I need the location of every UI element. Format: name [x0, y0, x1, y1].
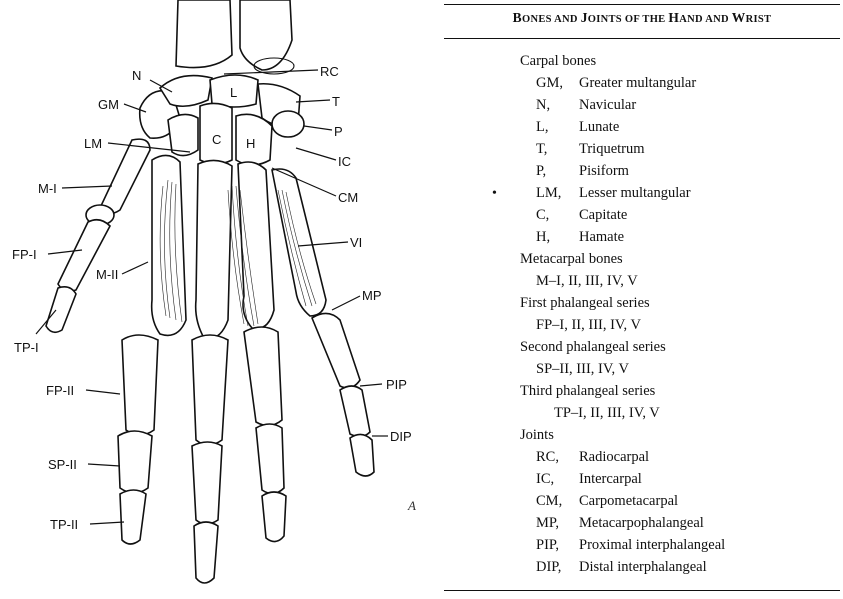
- label-FP-II: FP-II: [46, 383, 74, 398]
- section-heading-metacarpal: Metacarpal bones: [520, 250, 623, 268]
- phalanx-FP-V: [312, 313, 360, 388]
- carpal-lesser-multangular: [168, 114, 198, 155]
- section-heading-carpal: Carpal bones: [520, 52, 596, 70]
- legend-line-second-phalangeal: SP–II, III, IV, V: [536, 360, 629, 378]
- label-TP-II: TP-II: [50, 517, 78, 532]
- hand-skeleton-figure: L C H A N RC GM T P LM IC M-I CM FP-I M-…: [0, 0, 440, 599]
- legend-title: BONES AND JOINTS OF THE HAND AND WRIST: [444, 10, 840, 26]
- bone-label-H: H: [246, 136, 255, 151]
- title-rule: [444, 38, 840, 39]
- legend-item-gm: GM,Greater multangular: [536, 74, 696, 92]
- label-GM: GM: [98, 97, 119, 112]
- label-TP-I: TP-I: [14, 340, 39, 355]
- figure-corner-mark: A: [407, 498, 416, 513]
- radius-bone: [176, 0, 232, 68]
- bone-label-L: L: [230, 85, 237, 100]
- legend-item-ic: IC,Intercarpal: [536, 470, 642, 488]
- label-LM: LM: [84, 136, 102, 151]
- label-PIP: PIP: [386, 377, 407, 392]
- phalanx-TP-IV: [262, 492, 286, 542]
- phalanx-TP-III: [194, 522, 218, 583]
- legend-item-c: C,Capitate: [536, 206, 627, 224]
- label-DIP: DIP: [390, 429, 412, 444]
- phalanx-SP-II: [118, 431, 152, 493]
- label-IC: IC: [338, 154, 351, 169]
- legend-line-metacarpal: M–I, II, III, IV, V: [536, 272, 638, 290]
- carpal-navicular: [160, 76, 212, 107]
- section-heading-joints: Joints: [520, 426, 554, 444]
- phalanx-FP-II: [122, 335, 158, 435]
- legend-item-rc: RC,Radiocarpal: [536, 448, 649, 466]
- legend-item-dip: DIP,Distal interphalangeal: [536, 558, 707, 576]
- bone-label-C: C: [212, 132, 221, 147]
- legend-line-first-phalangeal: FP–I, II, III, IV, V: [536, 316, 641, 334]
- bottom-rule: [444, 590, 840, 591]
- section-heading-second-phalangeal: Second phalangeal series: [520, 338, 666, 356]
- label-M-II: M-II: [96, 267, 118, 282]
- label-CM: CM: [338, 190, 358, 205]
- legend-item-t: T,Triquetrum: [536, 140, 645, 158]
- phalanx-FP-III: [192, 335, 228, 445]
- label-VI: VI: [350, 235, 362, 250]
- label-N: N: [132, 68, 141, 83]
- phalanx-TP-II: [120, 490, 146, 544]
- hand-bones-diagram: L C H A N RC GM T P LM IC M-I CM FP-I M-…: [0, 0, 440, 599]
- legend-item-h: H,Hamate: [536, 228, 624, 246]
- label-RC: RC: [320, 64, 339, 79]
- metacarpal-III: [196, 160, 232, 338]
- label-M-I: M-I: [38, 181, 57, 196]
- phalanx-SP-V: [340, 386, 370, 437]
- legend-table: BONES AND JOINTS OF THE HAND AND WRIST •…: [444, 0, 840, 599]
- carpal-pisiform: [272, 111, 304, 137]
- bullet-mark: •: [492, 186, 497, 202]
- label-MP: MP: [362, 288, 382, 303]
- label-P: P: [334, 124, 343, 139]
- legend-item-l: L,Lunate: [536, 118, 619, 136]
- legend-item-p: P,Pisiform: [536, 162, 629, 180]
- legend-item-pip: PIP,Proximal interphalangeal: [536, 536, 725, 554]
- legend-item-lm: LM,Lesser multangular: [536, 184, 691, 202]
- label-SP-II: SP-II: [48, 457, 77, 472]
- metacarpal-IV: [238, 162, 274, 329]
- label-T: T: [332, 94, 340, 109]
- section-heading-first-phalangeal: First phalangeal series: [520, 294, 650, 312]
- legend-item-n: N,Navicular: [536, 96, 636, 114]
- metacarpal-I: [100, 139, 150, 213]
- top-rule: [444, 4, 840, 5]
- section-heading-third-phalangeal: Third phalangeal series: [520, 382, 655, 400]
- legend-item-cm: CM,Carpometacarpal: [536, 492, 678, 510]
- phalanx-FP-IV: [244, 327, 282, 426]
- phalanx-SP-III: [192, 442, 222, 524]
- phalanx-TP-V: [350, 434, 374, 476]
- legend-item-mp: MP,Metacarpophalangeal: [536, 514, 704, 532]
- label-FP-I: FP-I: [12, 247, 37, 262]
- metacarpal-V: [272, 169, 326, 316]
- phalanx-SP-IV: [256, 424, 284, 494]
- legend-line-third-phalangeal: TP–I, II, III, IV, V: [554, 404, 660, 422]
- phalanx-TP-I: [46, 287, 76, 332]
